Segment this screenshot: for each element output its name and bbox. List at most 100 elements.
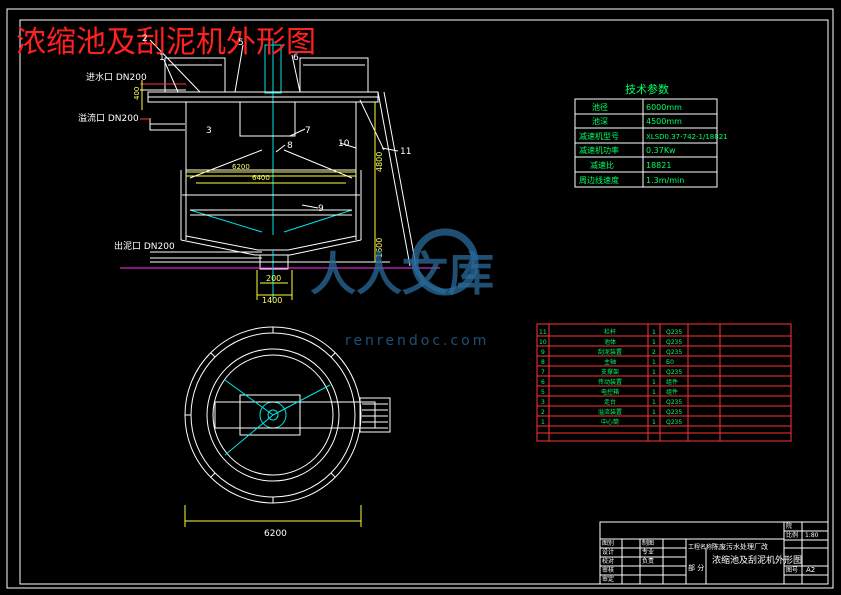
part-material: Q235: [666, 409, 682, 416]
tech-value: XLSD0.37-742-1/18821: [646, 133, 728, 141]
dim-4800: 4800: [375, 152, 384, 172]
part-num-8: 8: [287, 141, 293, 151]
part-num-7: 7: [305, 126, 311, 136]
part-no: 2: [541, 409, 545, 416]
page-title: 浓缩池及刮泥机外形图: [16, 25, 316, 60]
part-num-10: 10: [338, 139, 350, 149]
parts-table-grid: [536, 323, 792, 442]
label-inlet: 进水口 DN200: [86, 71, 147, 83]
dim-400: 400: [133, 87, 141, 100]
tb-cell: 设计: [602, 548, 614, 556]
part-name: 溢流装置: [598, 408, 622, 416]
part-material: 组件: [666, 388, 678, 396]
elevation-view: [120, 39, 440, 300]
tb-sheet-label: 图号: [786, 567, 798, 574]
part-material: Б0: [666, 359, 674, 366]
part-no: 1: [541, 419, 545, 426]
part-name: 栏杆: [604, 328, 616, 336]
title-block-grid: [599, 521, 829, 585]
title-block-text: 工程名称 陈废污水处理厂改 部 分 浓缩池及刮泥机外形图 比例 1:80 图号 …: [602, 522, 819, 583]
tb-scale: 1:80: [805, 532, 819, 539]
tb-scale-label: 比例: [786, 531, 798, 539]
tb-cell: 负责: [642, 557, 654, 565]
tb-size: A2: [806, 566, 815, 574]
tech-heading: 技术参数: [625, 82, 669, 96]
inner-frame: [19, 19, 829, 585]
tech-label: 池深: [592, 116, 608, 126]
tech-label: 减速机型号: [579, 131, 619, 141]
part-num-6: 6: [293, 53, 299, 63]
watermark-text: 人人文库: [310, 247, 494, 301]
part-num-5: 5: [238, 38, 244, 48]
part-no: 8: [541, 359, 545, 366]
part-no: 5: [541, 389, 545, 396]
part-material: Q235: [666, 399, 682, 406]
dim-1400: 1400: [262, 296, 282, 305]
part-num-3: 3: [206, 126, 212, 136]
part-name: 主轴: [604, 358, 616, 366]
part-name: 刮泥装置: [598, 348, 622, 356]
part-name: 走台: [604, 398, 616, 406]
tb-cell: 制图: [642, 539, 654, 547]
tb-part-label: 部 分: [688, 563, 704, 572]
part-qty: 1: [652, 399, 656, 406]
part-material: Q235: [666, 349, 682, 356]
part-num-1: 1: [159, 53, 165, 63]
part-no: 3: [541, 399, 545, 406]
part-qty: 1: [652, 379, 656, 386]
tech-value: 1.3m/min: [646, 176, 684, 185]
part-material: 组件: [666, 378, 678, 386]
part-name: 电控箱: [601, 388, 619, 396]
tech-value: 6000mm: [646, 103, 682, 112]
part-qty: 2: [652, 349, 656, 356]
part-qty: 1: [652, 339, 656, 346]
dim-200: 200: [266, 274, 281, 283]
part-name: 中心筒: [601, 418, 619, 426]
tb-cell: 校对: [602, 557, 614, 565]
tb-cell: 专业: [642, 548, 654, 556]
watermark-logo: [411, 228, 479, 296]
part-material: Q235: [666, 329, 682, 336]
tech-value: 4500mm: [646, 117, 682, 126]
tb-cell: 院: [786, 522, 792, 530]
parts-table-text: 11 栏杆 1 Q235 10 池体 1 Q235 9 刮泥装置 2 Q235 …: [539, 328, 682, 426]
part-material: Q235: [666, 339, 682, 346]
tb-cell: 审定: [602, 575, 614, 583]
part-material: Q235: [666, 369, 682, 376]
part-no: 9: [541, 349, 545, 356]
plan-view: [184, 326, 391, 527]
part-name: 支撑架: [601, 368, 619, 376]
tech-table-grid: [574, 98, 718, 188]
part-no: 7: [541, 369, 545, 376]
part-qty: 1: [652, 409, 656, 416]
tech-value: 18821: [646, 161, 671, 170]
dim-1600: 1600: [375, 238, 384, 258]
tech-label: 周边线速度: [579, 175, 619, 185]
part-name: 池体: [604, 338, 616, 346]
part-qty: 1: [652, 329, 656, 336]
part-qty: 1: [652, 369, 656, 376]
tech-label: 减速机功率: [579, 145, 619, 155]
tb-drawing-name: 浓缩池及刮泥机外形图: [712, 554, 802, 566]
part-num-11: 11: [400, 147, 411, 157]
part-name: 传动装置: [598, 378, 622, 386]
label-outlet: 出泥口 DN200: [114, 240, 175, 252]
tech-label: 减速比: [590, 160, 614, 170]
tech-value: 0.37Kw: [646, 146, 676, 155]
part-no: 6: [541, 379, 545, 386]
part-no: 10: [539, 339, 547, 346]
outer-frame: [6, 8, 834, 589]
part-material: Q235: [666, 419, 682, 426]
part-qty: 1: [652, 359, 656, 366]
tb-cell: 图别: [602, 539, 614, 547]
part-num-2: 2: [142, 34, 148, 44]
dim-6200-top: 6200: [232, 163, 250, 171]
tb-org: 工程名称: [688, 543, 712, 551]
part-num-9: 9: [318, 204, 324, 214]
tech-label: 池径: [592, 102, 608, 112]
label-overflow: 溢流口 DN200: [78, 112, 139, 124]
dim-6400: 6400: [252, 174, 270, 182]
part-qty: 1: [652, 419, 656, 426]
tb-project: 陈废污水处理厂改: [712, 542, 768, 551]
